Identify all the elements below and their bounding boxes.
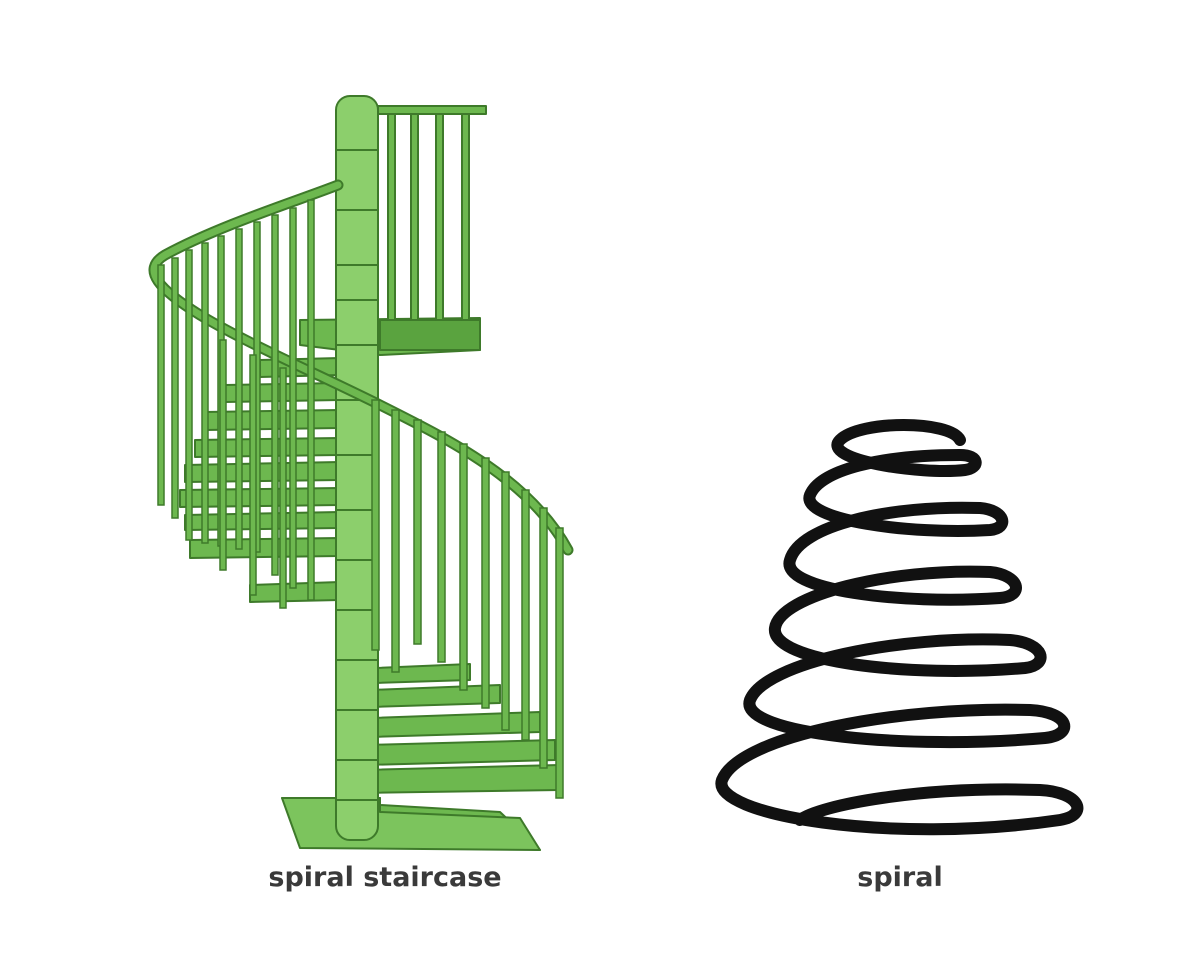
spiral-caption: spiral — [857, 862, 943, 893]
spiral-coil-icon — [715, 419, 1084, 836]
spiral-staircase-icon — [148, 95, 574, 851]
staircase-caption: spiral staircase — [268, 862, 502, 893]
